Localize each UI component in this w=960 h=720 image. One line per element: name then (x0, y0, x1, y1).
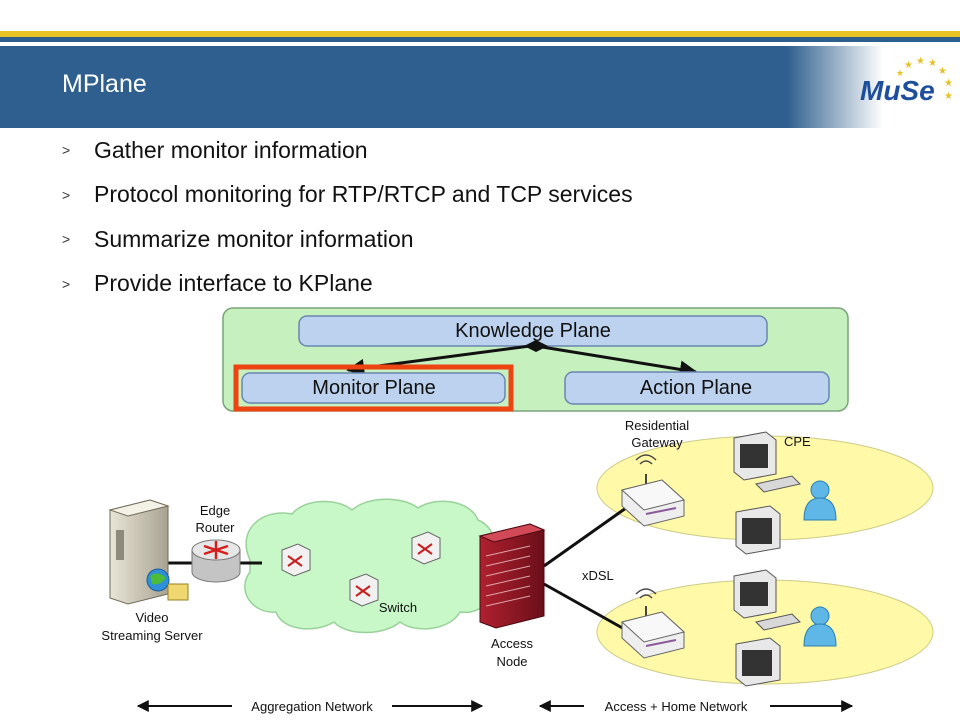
desktop-computer-icon (733, 569, 801, 631)
monitor-plane-highlight (233, 364, 514, 412)
user-icon (803, 606, 837, 647)
bullet-item: > Summarize monitor information (62, 217, 862, 262)
svg-text:★: ★ (938, 66, 947, 77)
bullet-marker: > (62, 231, 71, 248)
switch-icon (281, 543, 311, 577)
svg-text:★: ★ (944, 91, 953, 102)
xdsl-label: xDSL (582, 568, 614, 583)
muse-logo: ★ ★ ★ ★ ★ ★ ★ MuSe (860, 56, 953, 106)
access-node-label-line2: Node (496, 654, 527, 669)
aggregation-network-label: Aggregation Network (251, 699, 373, 714)
arrow-to-action (535, 344, 698, 379)
header-bar (0, 46, 960, 128)
bullet-item: > Provide interface to KPlane (62, 262, 862, 307)
switch-icon (349, 573, 379, 607)
link-xdsl-upper (543, 506, 627, 568)
access-node-icon (478, 523, 546, 629)
cpe-label: CPE (784, 434, 811, 449)
bullet-text: Protocol monitoring for RTP/RTCP and TCP… (94, 181, 633, 208)
residential-gateway-icon (620, 454, 686, 527)
bullet-marker: > (62, 142, 71, 159)
svg-text:★: ★ (944, 78, 953, 89)
access-home-network-label: Access + Home Network (605, 699, 748, 714)
svg-text:★: ★ (928, 58, 937, 69)
header-gold-line (0, 31, 960, 37)
knowledge-plane-label: Knowledge Plane (455, 320, 611, 342)
bullet-list: > Gather monitor information > Protocol … (62, 128, 862, 306)
arrow-hub (524, 340, 548, 352)
link-xdsl-lower (543, 582, 627, 632)
desktop-computer-icon (733, 431, 801, 493)
tv-icon (735, 637, 781, 687)
svg-text:MuSe: MuSe (860, 75, 935, 106)
bullet-text: Summarize monitor information (94, 225, 414, 252)
monitor-plane-label: Monitor Plane (312, 377, 435, 399)
slide-title: MPlane (62, 70, 147, 98)
svg-text:★: ★ (904, 60, 913, 71)
access-node-label-line1: Access (491, 636, 533, 651)
svg-text:★: ★ (896, 68, 904, 78)
bullet-marker: > (62, 275, 71, 292)
switch-icon (411, 531, 441, 565)
bullet-text: Gather monitor information (94, 136, 368, 163)
action-plane-label: Action Plane (640, 377, 752, 399)
bullet-item: > Protocol monitoring for RTP/RTCP and T… (62, 173, 862, 218)
video-server-label-line2: Streaming Server (101, 628, 203, 643)
edge-router-icon (191, 539, 241, 583)
edge-router-label-line1: Edge (200, 503, 230, 518)
residential-gateway-label-line1: Residential (625, 418, 689, 433)
user-icon (803, 480, 837, 521)
logo-stars-icon: ★ ★ ★ ★ ★ ★ ★ (896, 56, 953, 102)
video-server-icon (108, 499, 189, 605)
video-server-label-line1: Video (135, 610, 168, 625)
header-blue-line (0, 37, 960, 42)
svg-text:★: ★ (916, 56, 925, 67)
edge-router-label-line2: Router (195, 520, 235, 535)
bullet-marker: > (62, 186, 71, 203)
residential-gateway-label-line2: Gateway (631, 435, 683, 450)
action-plane-box (564, 371, 830, 405)
residential-gateway-icon (620, 588, 686, 659)
bullet-text: Provide interface to KPlane (94, 270, 373, 297)
network-diagram: Knowledge Plane Monitor Plane Action Pla… (101, 307, 934, 714)
tv-icon (735, 505, 781, 555)
bullet-item: > Gather monitor information (62, 128, 862, 173)
monitor-plane-box (241, 372, 506, 404)
switch-label: Switch (379, 600, 417, 615)
